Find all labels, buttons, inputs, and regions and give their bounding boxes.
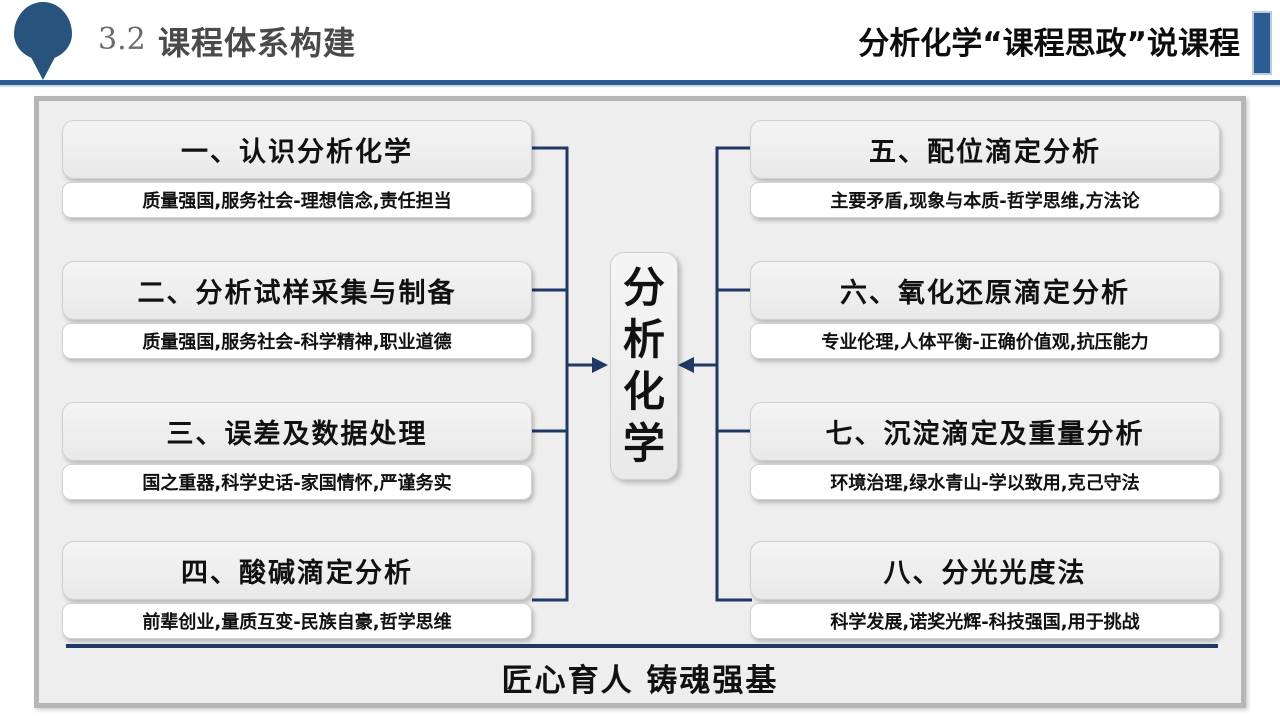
topic-card-8[interactable]: 八、分光光度法 科学发展,诺奖光辉-科技强国,用于挑战 [750,541,1220,639]
topic-title-6: 六、氧化还原滴定分析 [840,278,1130,309]
topic-card-1[interactable]: 一、认识分析化学 质量强国,服务社会-理想信念,责任担当 [62,120,532,218]
center-node-char-2: 析 [622,315,665,364]
topic-card-7[interactable]: 七、沉淀滴定及重量分析 环境治理,绿水青山-学以致用,克己守法 [750,402,1220,500]
topic-title-box-7[interactable]: 七、沉淀滴定及重量分析 [750,402,1220,461]
topic-subtitle-4: 前辈创业,量质互变-民族自豪,哲学思维 [142,612,452,633]
section-title: 课程体系构建 [158,24,357,62]
topic-subtitle-box-7[interactable]: 环境治理,绿水青山-学以致用,克己守法 [750,464,1220,500]
topic-title-box-4[interactable]: 四、酸碱滴定分析 [62,541,532,600]
topic-title-box-5[interactable]: 五、配位滴定分析 [750,120,1220,179]
topic-card-4[interactable]: 四、酸碱滴定分析 前辈创业,量质互变-民族自豪,哲学思维 [62,541,532,639]
topic-card-2[interactable]: 二、分析试样采集与制备 质量强国,服务社会-科学精神,职业道德 [62,261,532,359]
topic-subtitle-3: 国之重器,科学史话-家国情怀,严谨务实 [142,473,452,494]
topic-title-box-3[interactable]: 三、误差及数据处理 [62,402,532,461]
topic-subtitle-box-2[interactable]: 质量强国,服务社会-科学精神,职业道德 [62,323,532,359]
center-node-char-1: 分 [622,263,665,312]
slide-header: 3.2 课程体系构建 分析化学“课程思政”说课程 [0,0,1280,88]
topic-subtitle-box-5[interactable]: 主要矛盾,现象与本质-哲学思维,方法论 [750,182,1220,218]
center-node-analytical-chemistry[interactable]: 分 析 化 学 [610,252,678,480]
topic-subtitle-2: 质量强国,服务社会-科学精神,职业道德 [142,332,452,353]
header-divider [0,80,1280,85]
topic-title-box-8[interactable]: 八、分光光度法 [750,541,1220,600]
topic-title-box-1[interactable]: 一、认识分析化学 [62,120,532,179]
topic-title-4: 四、酸碱滴定分析 [181,558,413,589]
topic-title-box-6[interactable]: 六、氧化还原滴定分析 [750,261,1220,320]
location-pin-icon [14,2,72,80]
section-number: 3.2 [98,22,146,57]
topic-subtitle-7: 环境治理,绿水青山-学以致用,克己守法 [830,473,1140,494]
topic-subtitle-box-1[interactable]: 质量强国,服务社会-理想信念,责任担当 [62,182,532,218]
topic-subtitle-1: 质量强国,服务社会-理想信念,责任担当 [142,191,452,212]
topic-title-3: 三、误差及数据处理 [166,419,428,450]
accent-bar [1252,11,1272,75]
topic-title-7: 七、沉淀滴定及重量分析 [825,419,1145,450]
header-divider-secondary [0,85,1280,87]
topic-subtitle-box-6[interactable]: 专业伦理,人体平衡-正确价值观,抗压能力 [750,323,1220,359]
topic-title-box-2[interactable]: 二、分析试样采集与制备 [62,261,532,320]
topic-subtitle-8: 科学发展,诺奖光辉-科技强国,用于挑战 [830,612,1140,633]
topic-card-5[interactable]: 五、配位滴定分析 主要矛盾,现象与本质-哲学思维,方法论 [750,120,1220,218]
topic-subtitle-box-4[interactable]: 前辈创业,量质互变-民族自豪,哲学思维 [62,603,532,639]
footer-slogan: 匠心育人 铸魂强基 [501,663,779,699]
center-node-char-4: 学 [622,419,665,468]
topic-title-2: 二、分析试样采集与制备 [137,278,457,309]
topic-card-3[interactable]: 三、误差及数据处理 国之重器,科学史话-家国情怀,严谨务实 [62,402,532,500]
topic-title-1: 一、认识分析化学 [181,137,413,168]
topic-subtitle-box-3[interactable]: 国之重器,科学史话-家国情怀,严谨务实 [62,464,532,500]
deck-title: 分析化学“课程思政”说课程 [858,26,1240,62]
topic-subtitle-box-8[interactable]: 科学发展,诺奖光辉-科技强国,用于挑战 [750,603,1220,639]
topic-card-6[interactable]: 六、氧化还原滴定分析 专业伦理,人体平衡-正确价值观,抗压能力 [750,261,1220,359]
footer-divider [66,644,1218,648]
topic-title-8: 八、分光光度法 [883,558,1087,589]
topic-title-5: 五、配位滴定分析 [869,137,1101,168]
topic-subtitle-5: 主要矛盾,现象与本质-哲学思维,方法论 [830,191,1140,212]
topic-subtitle-6: 专业伦理,人体平衡-正确价值观,抗压能力 [821,332,1149,353]
center-node-char-3: 化 [622,367,665,416]
